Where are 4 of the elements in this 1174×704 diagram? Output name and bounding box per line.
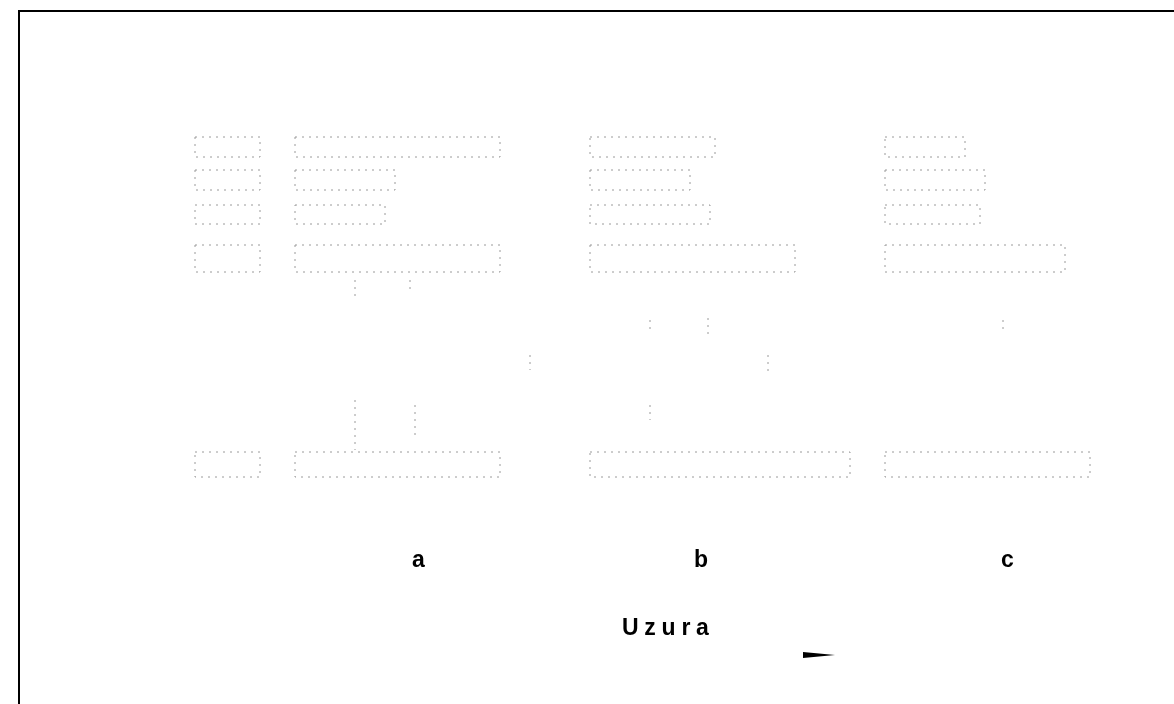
panel-letter: c bbox=[1001, 548, 1014, 571]
axis-caption: Uzura bbox=[622, 616, 715, 639]
panel-letter: b bbox=[694, 548, 709, 571]
panel-letter: a bbox=[412, 548, 425, 571]
